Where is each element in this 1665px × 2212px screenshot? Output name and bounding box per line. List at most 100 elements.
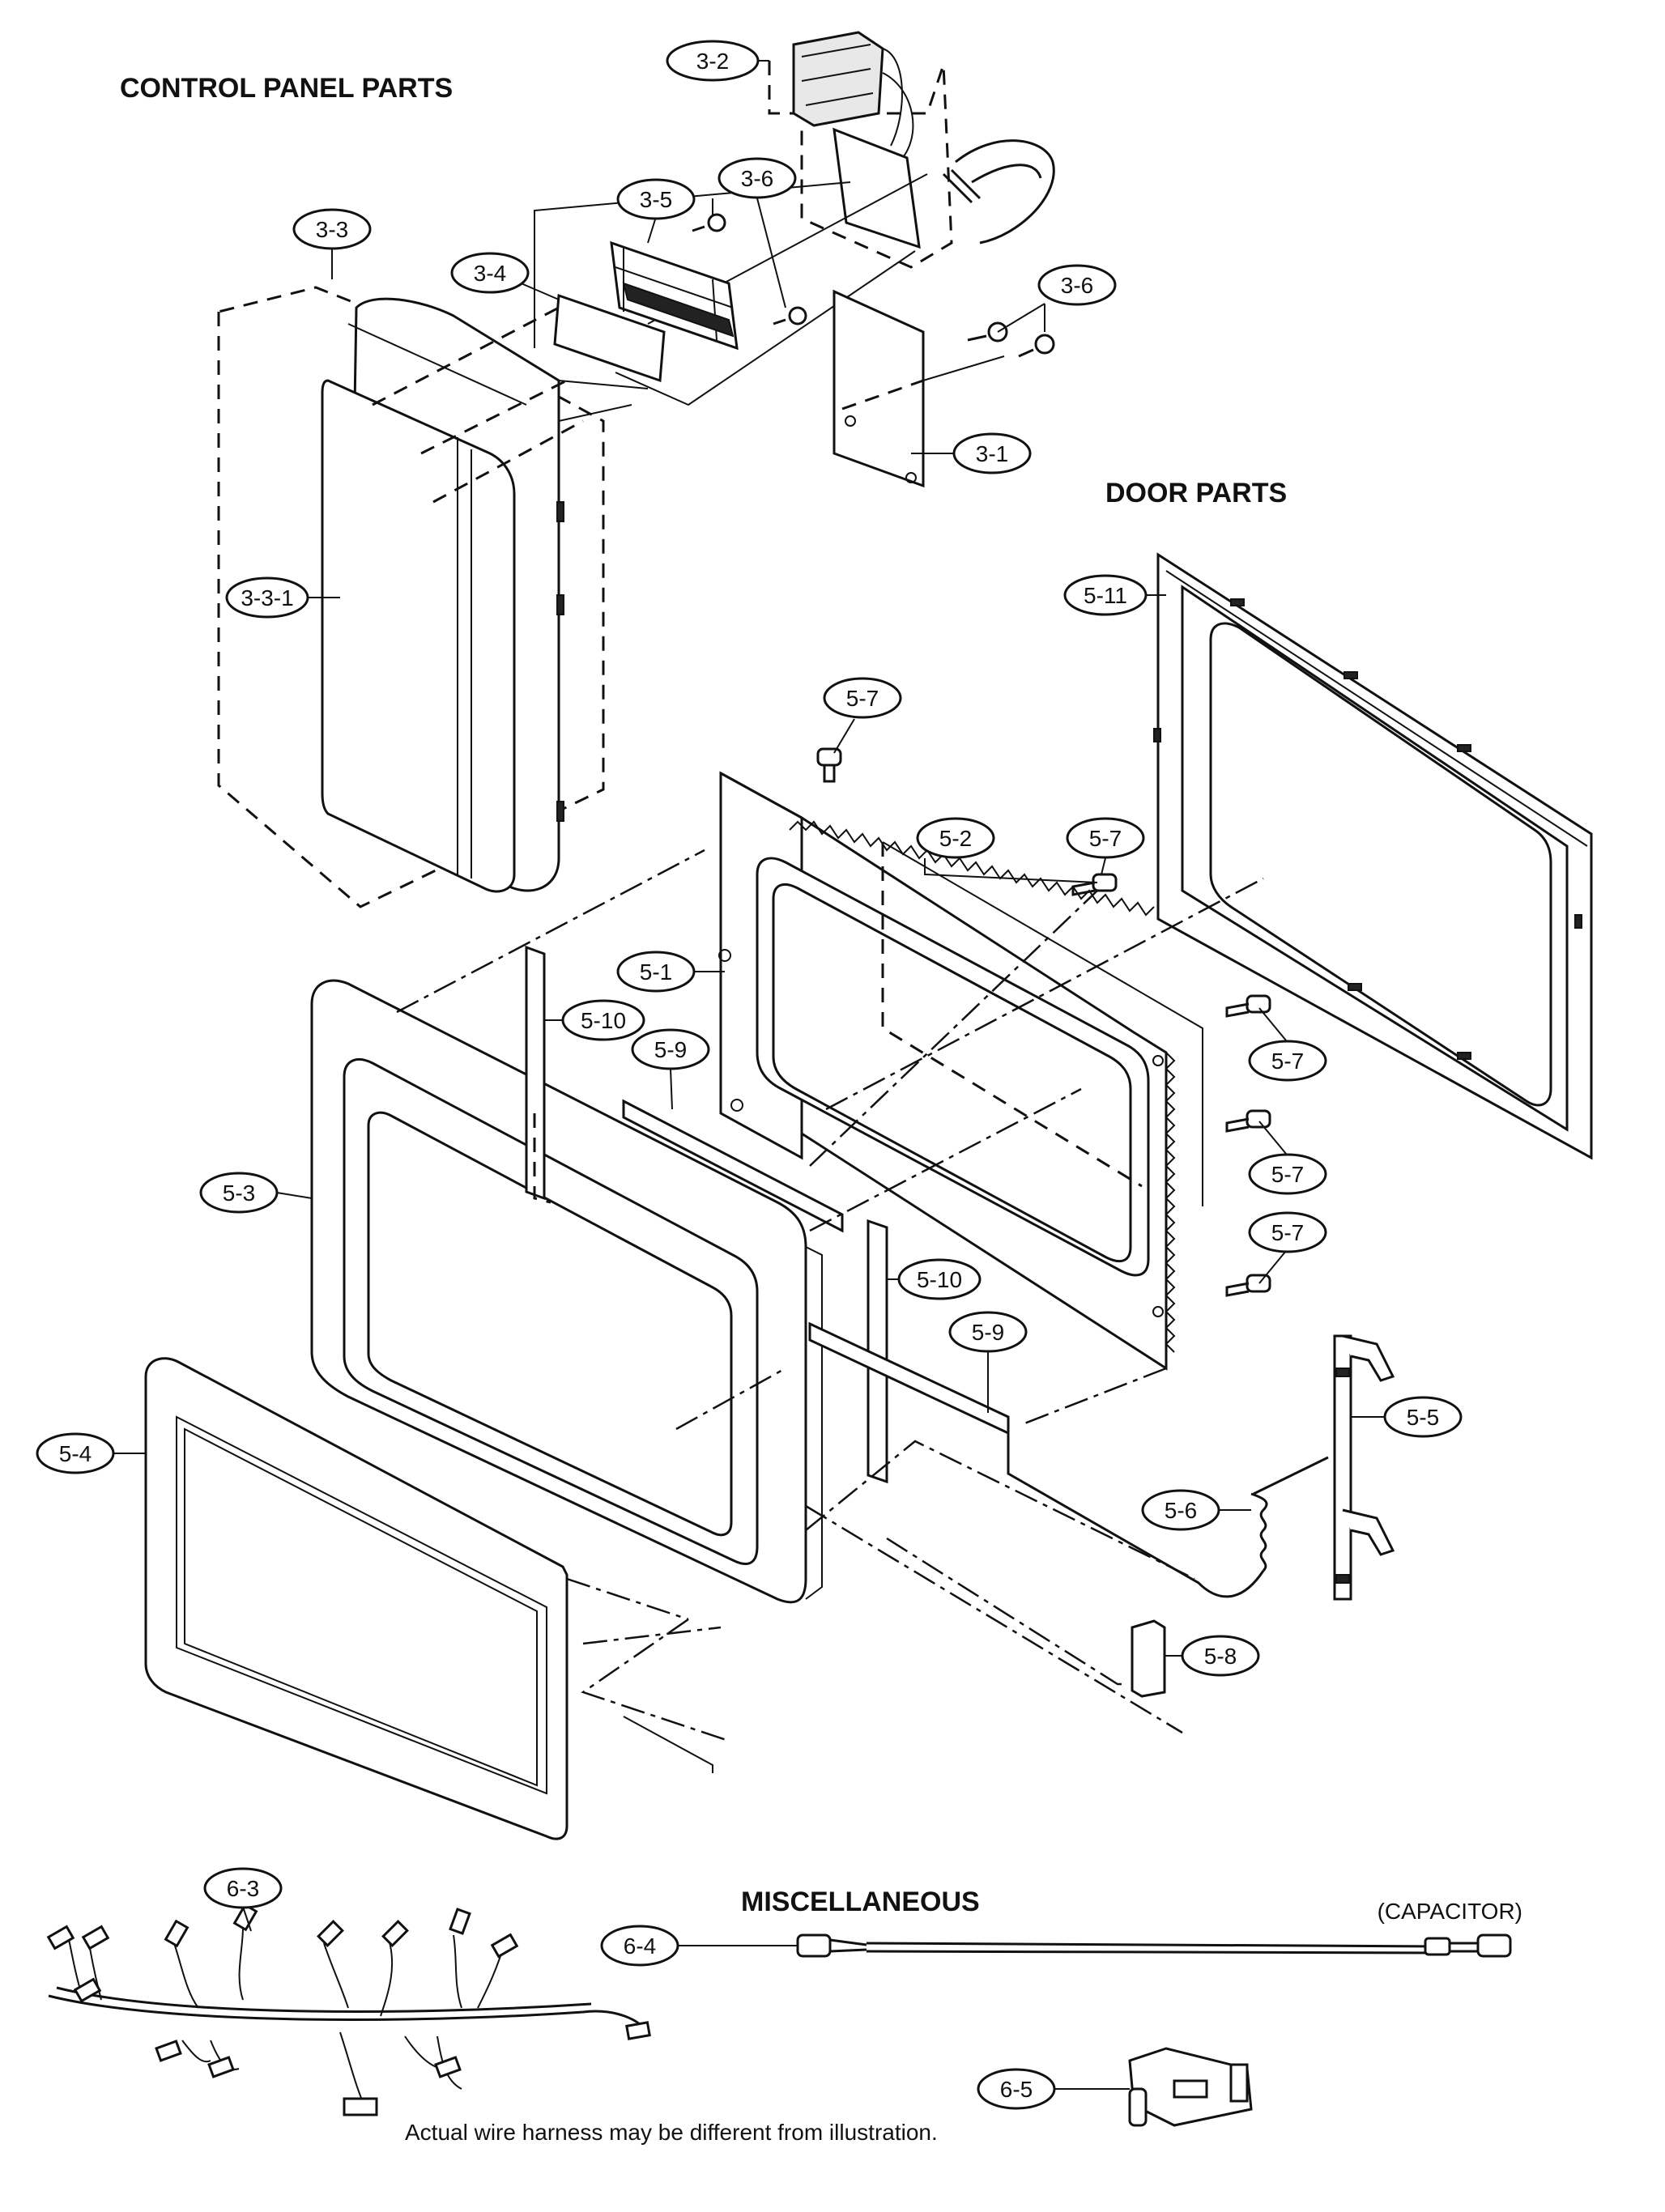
callout-3-3: 3-3 <box>292 208 372 250</box>
heading-control-panel-parts: CONTROL PANEL PARTS <box>120 73 453 104</box>
callout-5-11: 5-11 <box>1063 574 1148 616</box>
svg-text:5-7: 5-7 <box>1089 826 1122 851</box>
part-5-10-strip-right <box>867 1219 888 1484</box>
ribbon-cable <box>955 139 1055 245</box>
part-5-2-outline <box>882 841 1203 1206</box>
callout-3-4: 3-4 <box>450 252 530 294</box>
svg-text:6-3: 6-3 <box>227 1876 259 1901</box>
callout-3-2: 3-2 <box>666 40 760 82</box>
callout-3-5: 3-5 <box>616 178 696 220</box>
part-5-3-door-frame <box>310 979 823 1604</box>
part-3-5-bracket <box>610 240 739 351</box>
callout-5-9-lower: 5-9 <box>948 1311 1028 1353</box>
part-6-5-connector <box>1128 2047 1253 2127</box>
part-5-11-door-choke <box>1153 552 1593 1160</box>
screw-leader <box>922 355 1005 381</box>
callout-5-6: 5-6 <box>1141 1489 1220 1531</box>
callout-3-6-right: 3-6 <box>1037 264 1117 306</box>
callout-5-10-right: 5-10 <box>897 1258 982 1300</box>
callout-5-5: 5-5 <box>1383 1396 1463 1438</box>
callout-5-10-left: 5-10 <box>561 999 645 1041</box>
part-5-10-strip-left <box>525 945 546 1201</box>
svg-text:5-1: 5-1 <box>640 959 672 985</box>
svg-text:5-9: 5-9 <box>972 1320 1004 1345</box>
callout-5-4: 5-4 <box>36 1432 115 1474</box>
callout-3-6-top: 3-6 <box>718 157 797 199</box>
part-5-5-latch <box>1333 1334 1395 1601</box>
part-5-1-door-panel <box>718 771 1176 1371</box>
panel-dashed-links <box>372 306 584 504</box>
callout-5-1: 5-1 <box>616 951 696 993</box>
svg-text:5-10: 5-10 <box>917 1267 962 1292</box>
callout-leaders <box>113 60 1385 2090</box>
part-3-6-screw-a <box>692 213 726 232</box>
svg-text:5-5: 5-5 <box>1407 1405 1439 1430</box>
alignment-lines-upper <box>396 849 1264 1232</box>
panel-links <box>558 380 649 422</box>
part-5-6-spring <box>1007 1433 1329 1598</box>
svg-text:5-8: 5-8 <box>1204 1644 1237 1669</box>
part-3-3-control-panel <box>321 297 564 893</box>
part-5-9-bar-upper <box>622 1099 844 1233</box>
part-3-1-board <box>832 289 925 488</box>
svg-text:3-4: 3-4 <box>474 261 506 286</box>
callout-6-5: 6-5 <box>977 2068 1056 2110</box>
part-3-2-board <box>832 127 921 249</box>
part-3-2-connector <box>792 31 914 163</box>
part-5-7-screw-b <box>1071 873 1118 896</box>
svg-text:3-6: 3-6 <box>741 166 773 191</box>
part-5-7-screw-d <box>1225 1109 1271 1133</box>
misc-group: (CAPACITOR) Actual wire harness may be d… <box>46 1899 1522 2145</box>
callout-5-2: 5-2 <box>916 817 995 859</box>
control-panel-group <box>217 31 1055 908</box>
svg-text:5-7: 5-7 <box>1271 1220 1304 1245</box>
svg-text:3-1: 3-1 <box>976 441 1008 466</box>
svg-text:3-3: 3-3 <box>316 217 348 242</box>
callout-5-7-mid2: 5-7 <box>1248 1153 1327 1195</box>
svg-text:3-3-1: 3-3-1 <box>241 585 293 610</box>
alignment-line-5-8 <box>886 1537 1126 1686</box>
screw-path <box>841 379 924 410</box>
svg-text:5-2: 5-2 <box>939 826 972 851</box>
part-3-3-dashed-outline <box>217 286 605 908</box>
alignment-lines-lower <box>805 1367 1195 1734</box>
alignment-lines-mid <box>566 1367 786 1645</box>
callout-5-7-upper: 5-7 <box>1066 817 1145 859</box>
callout-6-4: 6-4 <box>600 1925 679 1967</box>
callout-3-3-1: 3-3-1 <box>225 576 309 619</box>
part-3-6-screw-b <box>773 306 807 325</box>
svg-text:5-3: 5-3 <box>223 1180 255 1206</box>
svg-text:6-5: 6-5 <box>1000 2077 1033 2102</box>
part-3-6-screw-c <box>967 321 1008 342</box>
svg-text:6-4: 6-4 <box>624 1933 656 1959</box>
part-3-6-screw-d <box>1018 334 1055 358</box>
part-5-2-dashed-outline <box>881 842 1143 1188</box>
part-5-10-strip-left-hidden <box>533 1113 551 1204</box>
svg-text:5-11: 5-11 <box>1084 583 1127 608</box>
callout-5-3: 5-3 <box>199 1172 279 1214</box>
alignment-line-5-4-tail <box>623 1716 713 1773</box>
harness-note: Actual wire harness may be different fro… <box>405 2120 938 2145</box>
callout-5-8: 5-8 <box>1181 1635 1260 1677</box>
svg-text:5-4: 5-4 <box>59 1441 92 1466</box>
part-5-7-screw-c <box>1225 994 1271 1018</box>
callout-5-7-lower: 5-7 <box>1248 1211 1327 1253</box>
svg-text:3-5: 3-5 <box>640 187 672 212</box>
door-group <box>144 552 1593 1840</box>
part-5-8-block <box>1131 1619 1166 1698</box>
capacitor-label: (CAPACITOR) <box>1378 1899 1522 1924</box>
heading-miscellaneous: MISCELLANEOUS <box>741 1887 980 1917</box>
part-5-7-screw-e <box>1225 1274 1271 1297</box>
callout-5-9-upper: 5-9 <box>631 1028 710 1070</box>
svg-text:5-7: 5-7 <box>1271 1049 1304 1074</box>
svg-text:3-6: 3-6 <box>1061 273 1093 298</box>
svg-text:5-10: 5-10 <box>581 1008 626 1033</box>
svg-text:5-7: 5-7 <box>846 686 879 711</box>
alignment-line-5-4 <box>581 1618 730 1742</box>
part-3-4-board <box>553 293 666 383</box>
svg-text:3-2: 3-2 <box>696 49 729 74</box>
part-5-4-door-screen <box>144 1357 568 1840</box>
part-6-3-wire-harness <box>46 1903 651 2116</box>
svg-text:5-7: 5-7 <box>1271 1162 1304 1187</box>
callout-3-1: 3-1 <box>952 432 1032 474</box>
